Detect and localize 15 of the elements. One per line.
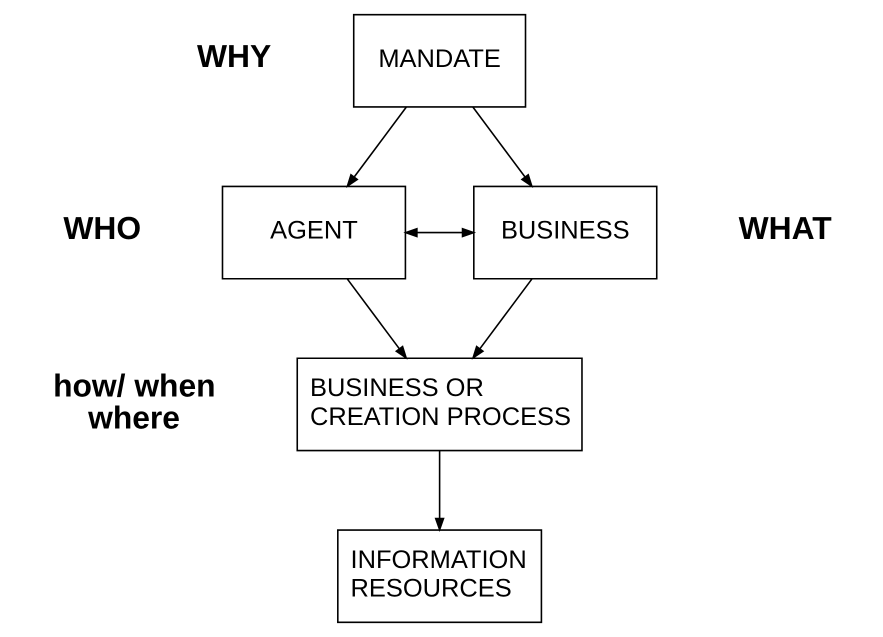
node-label: WHY: [196, 38, 271, 74]
node-box: AGENT: [221, 186, 406, 280]
node-box: MANDATE: [352, 14, 526, 108]
node-box: BUSINESS: [472, 186, 658, 280]
arrow: [346, 278, 408, 360]
arrow: [471, 278, 532, 360]
node-label: WHAT: [738, 210, 832, 246]
arrow: [472, 106, 533, 188]
node-box: BUSINESS OR CREATION PROCESS: [296, 357, 582, 452]
node-label: WHO: [62, 210, 141, 246]
node-label: how/ when where: [52, 367, 216, 436]
arrow: [402, 228, 476, 238]
arrow: [434, 450, 444, 532]
node-box: INFORMATION RESOURCES: [336, 529, 542, 624]
arrow: [346, 106, 406, 188]
